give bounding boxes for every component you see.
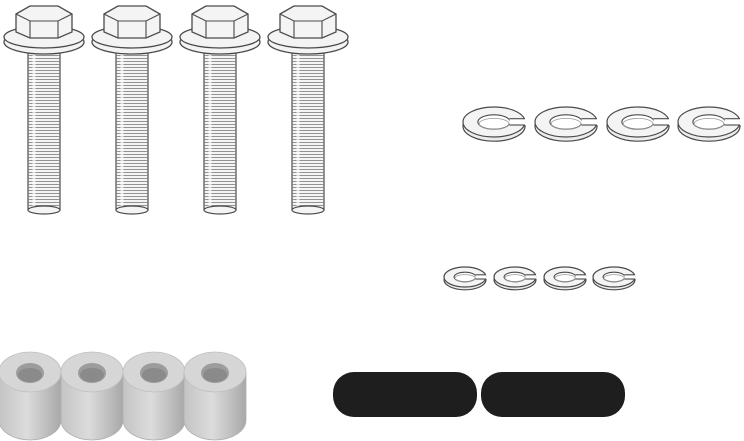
large-washer-group bbox=[462, 106, 741, 142]
rubber-pad-icon bbox=[333, 372, 477, 417]
round-spacer-icon bbox=[0, 351, 62, 441]
split-lock-washer-icon bbox=[592, 266, 636, 291]
round-spacer-icon bbox=[183, 351, 247, 441]
split-lock-washer-icon bbox=[606, 106, 670, 142]
small-washer-group bbox=[443, 266, 636, 291]
round-spacer-icon bbox=[122, 351, 186, 441]
split-lock-washer-icon bbox=[462, 106, 526, 142]
split-lock-washer-icon bbox=[534, 106, 598, 142]
spacer-group bbox=[0, 351, 247, 441]
split-lock-washer-icon bbox=[443, 266, 487, 291]
flange-bolt-icon bbox=[91, 5, 173, 215]
split-lock-washer-icon bbox=[493, 266, 537, 291]
flange-bolt-icon bbox=[267, 5, 349, 215]
flange-bolt-icon bbox=[179, 5, 261, 215]
round-spacer-icon bbox=[60, 351, 124, 441]
rubber-pad-icon bbox=[481, 372, 625, 417]
pad-group bbox=[333, 372, 625, 417]
split-lock-washer-icon bbox=[677, 106, 741, 142]
flange-bolt-icon bbox=[3, 5, 85, 215]
split-lock-washer-icon bbox=[543, 266, 587, 291]
bolt-group bbox=[3, 5, 349, 215]
